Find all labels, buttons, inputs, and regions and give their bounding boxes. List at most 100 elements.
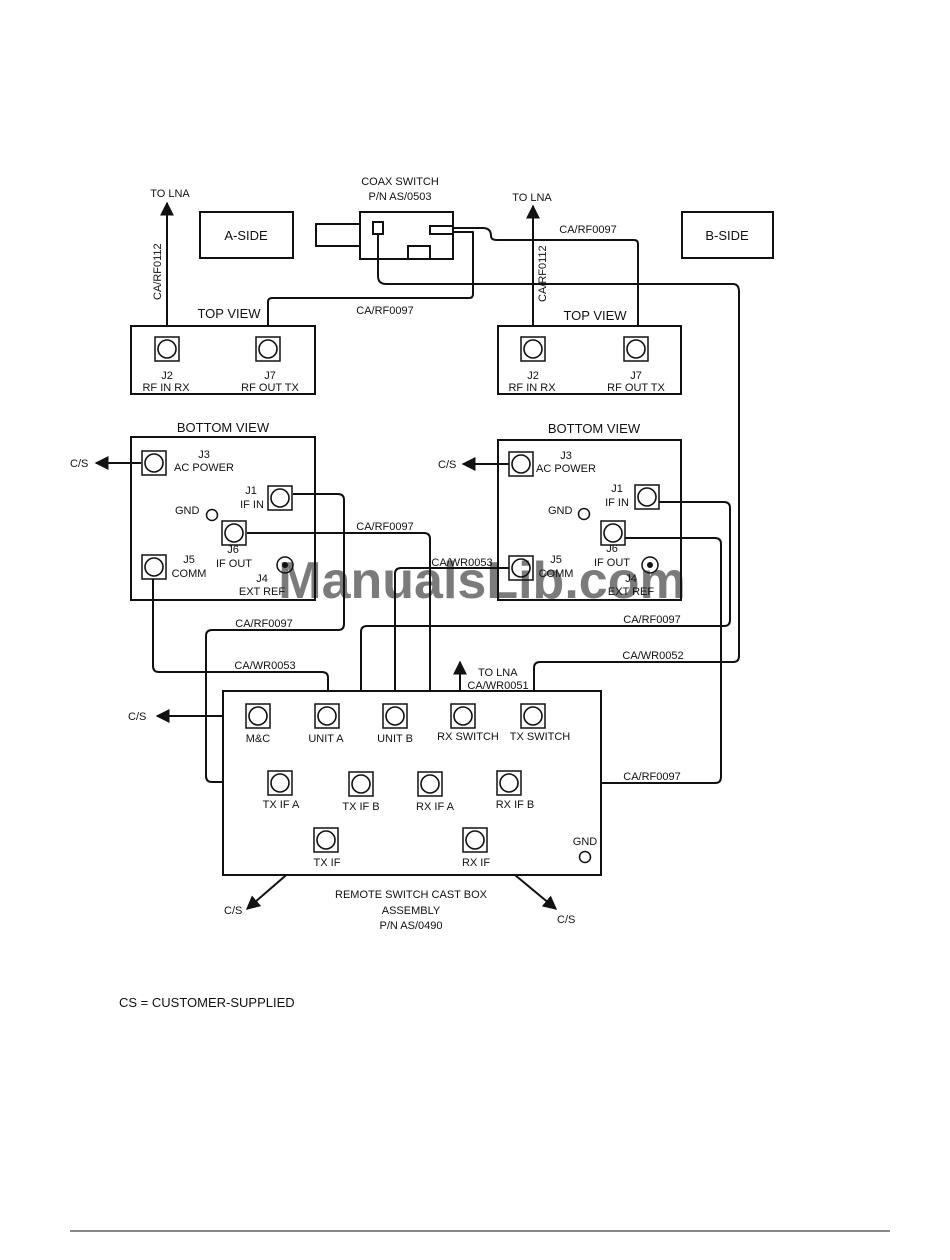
port-tx-switch-label: TX SWITCH (510, 731, 571, 743)
cs-label-b-ac: C/S (438, 459, 456, 471)
cable-label-rf0112-b: CA/RF0112 (537, 245, 549, 302)
b-j1-name: IF IN (605, 497, 629, 509)
a-gnd-terminal (205, 508, 219, 522)
a-j6-connector (221, 520, 247, 546)
a-side-box (199, 211, 294, 259)
a-j6-id: J6 (227, 544, 239, 556)
switch-box-gnd-terminal (578, 850, 592, 864)
coax-switch (315, 211, 454, 260)
cable-label-rf0097-right: CA/RF0097 (623, 614, 680, 626)
switch-box-gnd-label: GND (573, 836, 598, 848)
wire-b-j5-to-unit-b (394, 567, 520, 714)
b-j1-connector (634, 484, 660, 510)
b-j7-connector (623, 336, 649, 362)
b-j6-connector (600, 520, 626, 546)
b-j3-connector (508, 451, 534, 477)
b-j1-id: J1 (611, 483, 623, 495)
port-unit-b-label: UNIT B (377, 733, 413, 745)
b-j4-id: J4 (625, 573, 637, 585)
cable-label-rf0112-a: CA/RF0112 (152, 243, 164, 300)
a-j1-connector (267, 485, 293, 511)
b-j7-id: J7 (630, 370, 642, 382)
cable-label-rf0097-rxifb: CA/RF0097 (623, 771, 680, 783)
port-unit-a-connector (314, 703, 340, 729)
connectors (141, 336, 660, 853)
cable-label-rf0097-top-b: CA/RF0097 (559, 224, 616, 236)
cable-label-wr0051: CA/WR0051 (467, 680, 528, 692)
switch-box-caption-2: ASSEMBLY (382, 905, 441, 917)
coax-switch-part: P/N AS/0503 (369, 191, 432, 203)
a-j7-connector (255, 336, 281, 362)
b-j2-id: J2 (527, 370, 539, 382)
a-j4-name: EXT REF (239, 586, 286, 598)
coax-switch-title: COAX SWITCH (361, 176, 439, 188)
to-lna-label-rx: TO LNA (478, 667, 518, 679)
b-gnd: GND (548, 505, 573, 517)
a-gnd: GND (175, 505, 200, 517)
wire-a-j6-to-rx-if-a (247, 532, 431, 783)
cs-label-a-ac: C/S (70, 458, 88, 470)
port-tx-if-b-label: TX IF B (342, 801, 379, 813)
b-side-label: B-SIDE (705, 228, 749, 243)
port-tx-if-a-label: TX IF A (263, 799, 300, 811)
port-tx-if-label: TX IF (314, 857, 341, 869)
b-j5-connector (508, 555, 534, 581)
a-j5-name: COMM (172, 568, 207, 580)
port-rx-if-b-connector (496, 770, 522, 796)
a-j2-id: J2 (161, 370, 173, 382)
b-j5-id: J5 (550, 554, 562, 566)
cable-label-rf0097-top-a: CA/RF0097 (356, 305, 413, 317)
cs-label-tx-if: C/S (224, 905, 242, 917)
port-mc-label: M&C (246, 733, 271, 745)
b-j6-id: J6 (606, 543, 618, 555)
b-j3-name: AC POWER (536, 463, 596, 475)
port-unit-a-label: UNIT A (308, 733, 344, 745)
b-j3-id: J3 (560, 450, 572, 462)
port-tx-if-connector (313, 827, 339, 853)
cable-label-wr0052: CA/WR0052 (622, 650, 683, 662)
wire-b-j1-to-tx-if-b (360, 501, 731, 783)
wire-a-j7-to-switch (267, 231, 474, 343)
a-j2-connector (154, 336, 180, 362)
a-j7-id: J7 (264, 370, 276, 382)
top-view-label-b: TOP VIEW (563, 308, 627, 323)
port-rx-if-a-label: RX IF A (416, 801, 455, 813)
wire-a-j1-to-tx-if-a (205, 493, 345, 783)
port-unit-b-connector (382, 703, 408, 729)
cs-label-rx-if: C/S (557, 914, 575, 926)
port-tx-if-b-connector (348, 771, 374, 797)
cs-label-mc: C/S (128, 711, 146, 723)
cable-label-wr0053-mid: CA/WR0053 (431, 557, 492, 569)
b-j6-name: IF OUT (594, 557, 630, 569)
b-side-box (681, 211, 774, 259)
a-j3-connector (141, 450, 167, 476)
cable-label-wr0053-low: CA/WR0053 (234, 660, 295, 672)
b-j4-connector (641, 556, 659, 574)
a-j7-name: RF OUT TX (241, 382, 299, 394)
a-j6-name: IF OUT (216, 558, 252, 570)
wire-switch-to-b-j7 (453, 227, 639, 343)
a-j1-id: J1 (245, 485, 257, 497)
watermark: ManualsLib.com (278, 552, 685, 610)
a-j2-name: RF IN RX (142, 382, 190, 394)
a-side-label: A-SIDE (224, 228, 268, 243)
top-view-label-a: TOP VIEW (197, 306, 261, 321)
a-j5-id: J5 (183, 554, 195, 566)
a-j5-connector (141, 554, 167, 580)
legend-text: CS = CUSTOMER-SUPPLIED (119, 995, 295, 1010)
a-j3-name: AC POWER (174, 462, 234, 474)
port-rx-if-b-label: RX IF B (496, 799, 535, 811)
port-mc-connector (245, 703, 271, 729)
b-j4-name: EXT REF (608, 586, 655, 598)
cable-label-rf0097-mid: CA/RF0097 (356, 521, 413, 533)
a-j1-name: IF IN (240, 499, 264, 511)
to-lna-label-a: TO LNA (150, 188, 190, 200)
switch-box-caption-1: REMOTE SWITCH CAST BOX (335, 889, 488, 901)
to-lna-label-b: TO LNA (512, 192, 552, 204)
switch-box-caption-3: P/N AS/0490 (380, 920, 443, 932)
wire-b-j6-to-rx-if-b (509, 537, 722, 784)
a-j4-id: J4 (256, 573, 268, 585)
port-rx-if-label: RX IF (462, 857, 490, 869)
b-j2-connector (520, 336, 546, 362)
